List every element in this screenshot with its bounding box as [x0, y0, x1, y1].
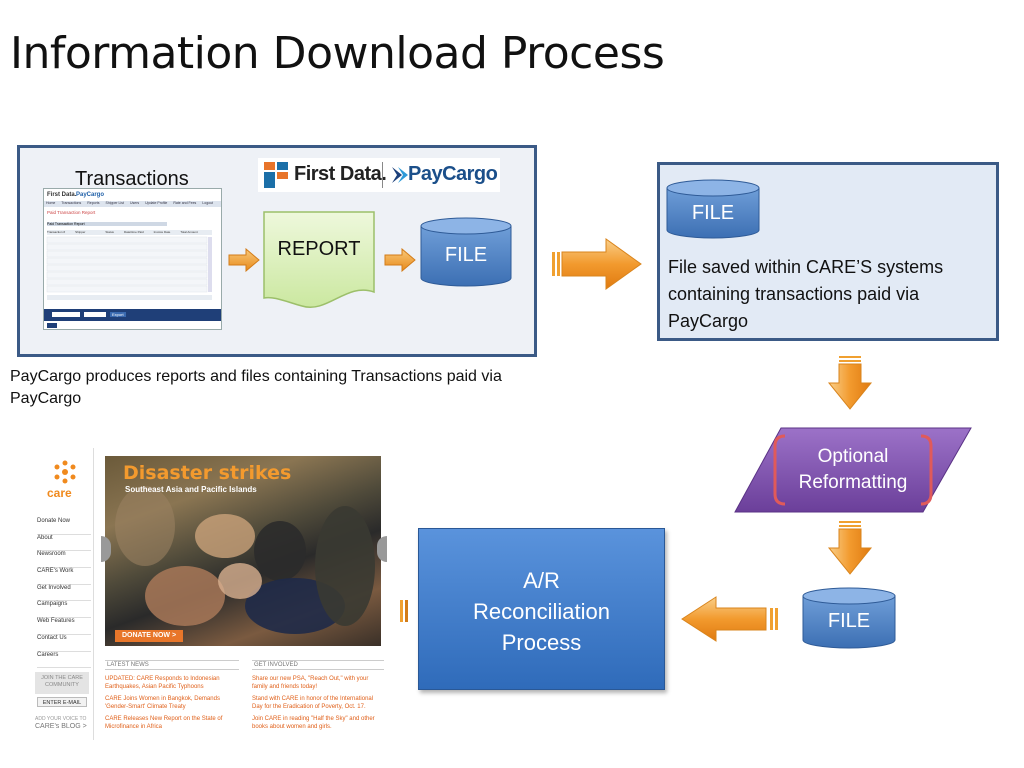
paycargo-chevron-icon: [392, 167, 408, 183]
ar-line1: A/R: [523, 568, 560, 593]
mini-menu-item: Users: [130, 201, 140, 205]
care-hero-subtitle: Southeast Asia and Pacific Islands: [125, 485, 257, 494]
file-cylinder-1: FILE: [419, 216, 513, 288]
care-nav-item[interactable]: CARE's Work: [37, 568, 91, 585]
care-systems-caption: File saved within CARE’S systems contain…: [668, 257, 944, 331]
care-nav-item[interactable]: About: [37, 535, 91, 552]
partner-logos: First Data. PayCargo: [258, 158, 500, 192]
get-involved-list: Share our new PSA, "Reach Out," with you…: [252, 676, 382, 731]
latest-news-heading: LATEST NEWS: [105, 660, 239, 670]
optional-reformatting-shape: [734, 427, 972, 513]
ar-reconciliation-box: [418, 528, 665, 690]
care-nav-item[interactable]: Campaigns: [37, 601, 91, 619]
arrow-down-1: [827, 356, 873, 410]
transactions-screenshot: First Data. PayCargo Home Transactions Rep…: [43, 188, 222, 330]
ar-line3: Process: [501, 630, 582, 655]
care-logo-icon: [54, 460, 76, 484]
arrow-down-2: [827, 521, 873, 575]
optional-reformatting-label: Optional Reformatting: [773, 444, 933, 496]
mini-menu-item: Reports: [87, 201, 100, 205]
care-blog-link[interactable]: CARE's BLOG >: [35, 723, 87, 730]
file-label-3: FILE: [827, 610, 871, 632]
mini-menu-item: Logout: [202, 201, 214, 205]
mini-col: Status: [105, 230, 114, 234]
report-label: REPORT: [277, 238, 361, 260]
arrow-to-file: [384, 248, 416, 272]
optional-line1: Optional: [817, 446, 889, 467]
mini-logo-firstdata: First Data.: [47, 192, 77, 198]
care-nav-column: care Donate Now About Newsroom CARE's Wo…: [33, 448, 94, 740]
mini-col: Shipper: [75, 230, 86, 234]
mini-menu: Home Transactions Reports Shipper List Users…: [44, 201, 221, 207]
arrow-to-report: [228, 248, 260, 272]
mini-col: Date/time Paid: [123, 230, 144, 234]
care-website-screenshot: care Donate Now About Newsroom CARE's Wo…: [33, 448, 388, 740]
arrow-to-ar: [681, 596, 778, 642]
news-item[interactable]: UPDATED: CARE Responds to Indonesian Ear…: [105, 676, 220, 690]
mini-table-rows: [44, 236, 221, 328]
page-title: Information Download Process: [10, 28, 665, 79]
arrow-to-care-site: [400, 600, 408, 622]
care-nav-item[interactable]: Web Features: [37, 618, 91, 635]
involve-item[interactable]: Join CARE in reading "Half the Sky" and …: [252, 716, 375, 730]
mini-menu-item: Home: [46, 201, 56, 205]
file-label-1: FILE: [444, 244, 488, 266]
care-nav-item[interactable]: Contact Us: [37, 635, 91, 652]
involve-item[interactable]: Share our new PSA, "Reach Out," with you…: [252, 676, 369, 690]
mini-menu-item: Transactions: [61, 201, 82, 205]
firstdata-logo-icon: [264, 162, 288, 188]
mini-menu-item: Rate and Fees: [173, 201, 197, 205]
mini-col: Transaction #: [47, 230, 66, 234]
optional-line2: Reformatting: [798, 472, 908, 493]
care-nav-item[interactable]: Newsroom: [37, 551, 91, 569]
care-hero-image: Disaster strikes Southeast Asia and Paci…: [105, 456, 381, 646]
care-join-community: JOIN THE CARE COMMUNITY: [35, 672, 89, 694]
care-blog-prefix: ADD YOUR VOICE TO: [35, 716, 87, 722]
mini-logo-paycargo: PayCargo: [76, 192, 105, 198]
get-involved-heading: GET INVOLVED: [252, 660, 384, 670]
mini-menu-item: Update Profile: [145, 201, 168, 205]
mini-export-button: Export: [110, 312, 126, 317]
firstdata-logo-text: First Data.: [294, 163, 387, 185]
care-nav-item[interactable]: Get Involved: [37, 585, 91, 602]
file-label-2: FILE: [691, 202, 735, 224]
ar-reconciliation-label: A/R Reconciliation Process: [418, 565, 665, 658]
care-hero-title: Disaster strikes: [123, 462, 292, 484]
ar-line2: Reconciliation: [473, 599, 610, 624]
paycargo-logo-text: PayCargo: [408, 163, 498, 185]
care-nav-item[interactable]: Donate Now: [37, 518, 91, 535]
news-item[interactable]: CARE Releases New Report on the State of…: [105, 716, 223, 730]
care-email-button[interactable]: ENTER E-MAIL: [37, 697, 87, 707]
carousel-next-icon[interactable]: [377, 536, 387, 562]
care-hero-scene: [115, 486, 375, 634]
arrow-to-care-systems: [552, 238, 642, 290]
care-donate-button[interactable]: DONATE NOW >: [115, 630, 183, 642]
mini-report-header: Paid Transaction Report: [47, 210, 96, 215]
logo-divider: [382, 162, 383, 188]
care-nav: Donate Now About Newsroom CARE's Work Ge…: [37, 518, 91, 669]
carousel-prev-icon[interactable]: [101, 536, 111, 562]
file-cylinder-3: FILE: [801, 586, 897, 650]
involve-item[interactable]: Stand with CARE in honor of the Internat…: [252, 696, 374, 710]
mini-report-subheader: Paid Transaction Report: [47, 222, 167, 226]
paycargo-caption: PayCargo produces reports and files cont…: [10, 368, 502, 407]
care-logo-text: care: [47, 486, 72, 500]
mini-menu-item: Shipper List: [105, 201, 124, 205]
news-item[interactable]: CARE Joins Women in Bangkok, Demands 'Ge…: [105, 696, 220, 710]
mini-col: Invoice Date: [153, 230, 171, 234]
mini-col: Total Amount: [180, 230, 198, 234]
transactions-label: Transactions: [75, 168, 189, 190]
file-cylinder-2: FILE: [665, 178, 761, 240]
care-nav-item[interactable]: Careers: [37, 652, 91, 669]
report-document: [263, 211, 375, 309]
mini-table-header: Transaction # Shipper Status Date/time Paid…: [47, 230, 212, 235]
latest-news-list: UPDATED: CARE Responds to Indonesian Ear…: [105, 676, 233, 731]
